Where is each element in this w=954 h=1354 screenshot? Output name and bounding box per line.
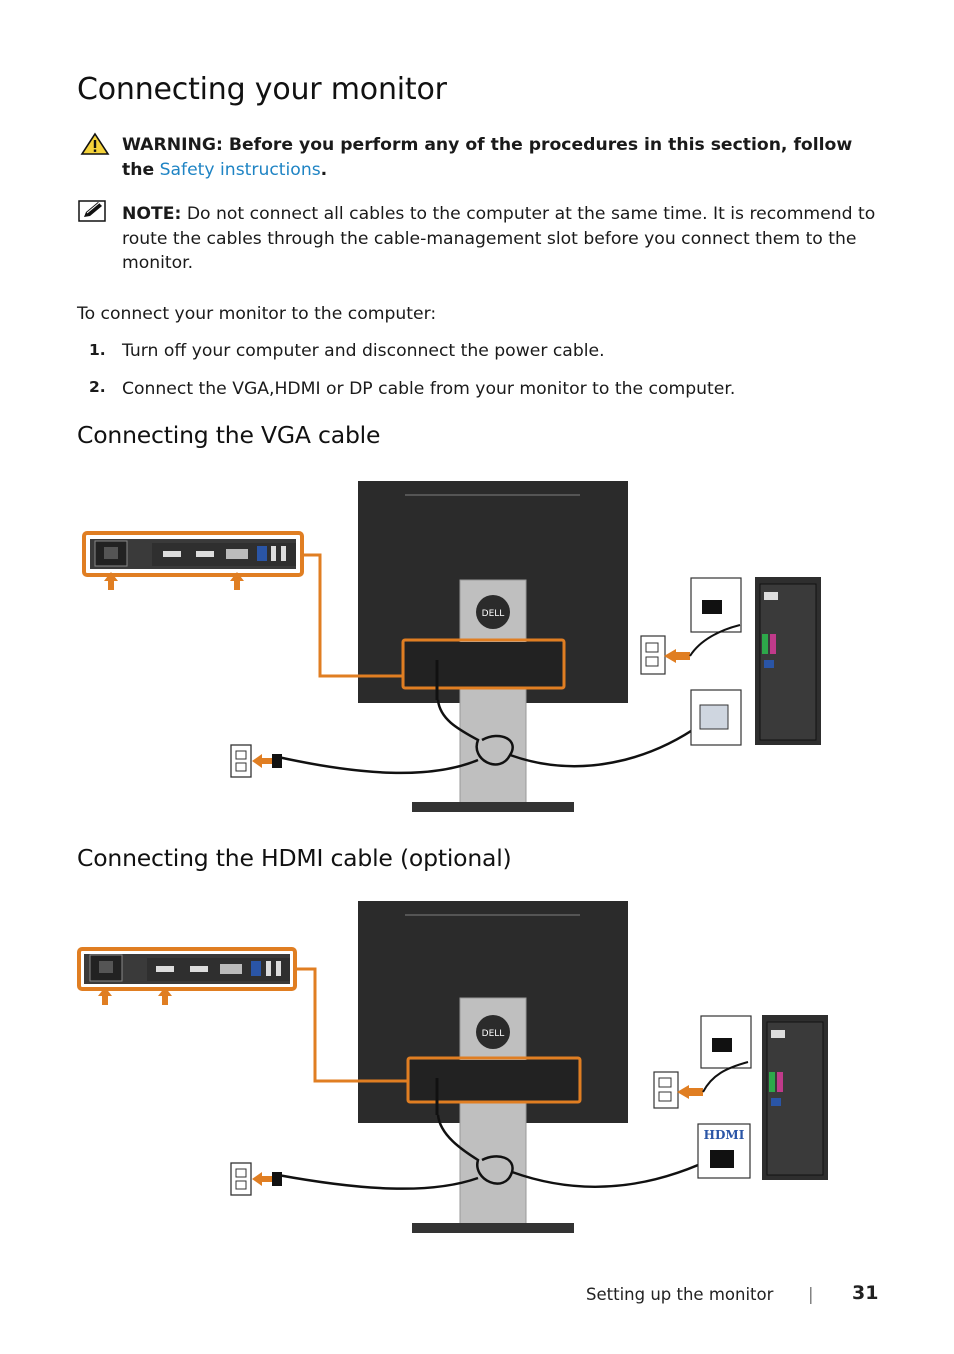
vga-connection-diagram: DELL <box>82 481 821 812</box>
step-2-number: 2. <box>89 378 106 396</box>
warning-end: . <box>320 159 328 180</box>
page-title: Connecting your monitor <box>77 72 447 107</box>
note-label: NOTE: <box>122 204 182 224</box>
note-body: Do not connect all cables to the compute… <box>122 204 876 273</box>
step-1-number: 1. <box>89 341 106 359</box>
footer-separator: | <box>808 1285 814 1304</box>
section-vga-heading: Connecting the VGA cable <box>77 421 381 449</box>
hdmi-connection-diagram: DELL HDMI <box>77 901 828 1233</box>
note-icon <box>78 200 106 222</box>
step-2-text: Connect the VGA,HDMI or DP cable from yo… <box>122 379 736 399</box>
footer-section: Setting up the monitor <box>586 1285 774 1304</box>
warning-text: WARNING: Before you perform any of the p… <box>122 133 882 182</box>
hdmi-logo: HDMI <box>704 1128 745 1142</box>
safety-instructions-link[interactable]: Safety instructions <box>159 159 321 180</box>
section-hdmi-heading: Connecting the HDMI cable (optional) <box>77 844 512 872</box>
dell-logo: DELL <box>482 609 505 619</box>
warning-label: WARNING: Before you perform any of the p… <box>122 135 853 155</box>
note-text: NOTE: Do not connect all cables to the c… <box>122 202 882 276</box>
warning-icon <box>80 132 110 155</box>
warning-the: the <box>122 159 155 180</box>
step-1-text: Turn off your computer and disconnect th… <box>122 341 605 361</box>
page-number: 31 <box>852 1282 879 1304</box>
stand-base <box>412 802 574 812</box>
intro-text: To connect your monitor to the computer: <box>77 304 437 324</box>
svg-text:DELL: DELL <box>482 1029 505 1039</box>
